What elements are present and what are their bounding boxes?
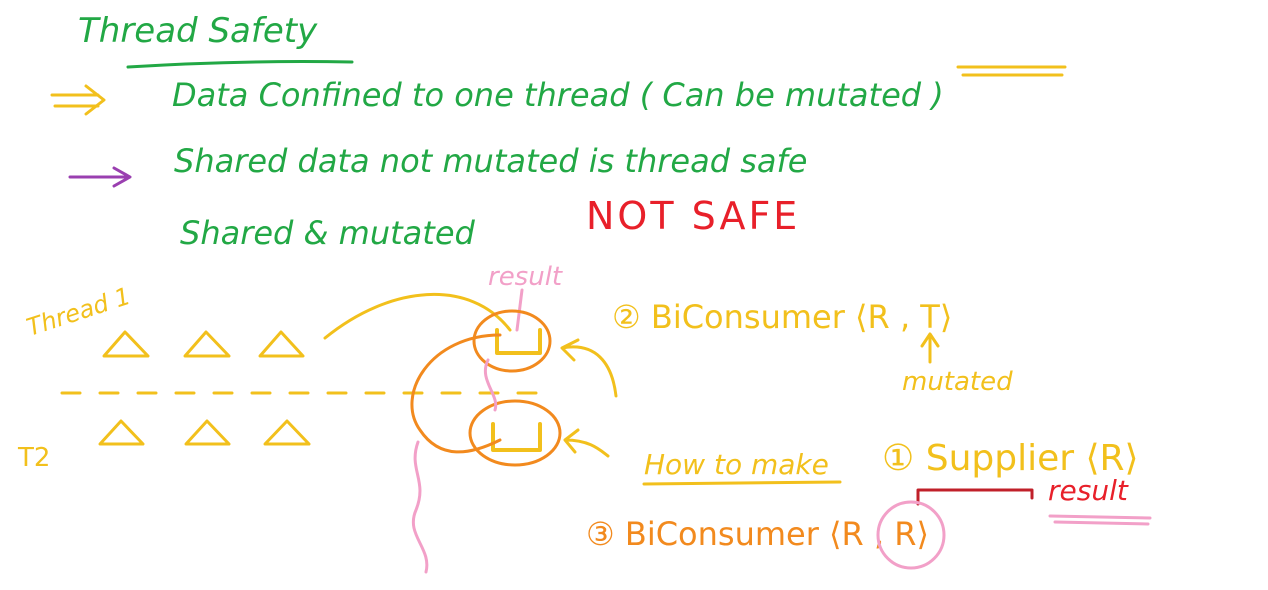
purple-arrow-icon [68, 166, 132, 188]
container-top-arrow [560, 338, 618, 398]
thread1-tasks [102, 330, 305, 358]
accumulator-label: ② BiConsumer ⟨R , T⟩ [612, 298, 952, 336]
mutated-pointer [920, 332, 940, 364]
container-top-circle [472, 309, 552, 373]
result-label-top: result [488, 262, 563, 292]
container-bottom-circle [468, 399, 562, 467]
rule-confined: Data Confined to one thread ( Can be mut… [172, 76, 944, 114]
title-underline [126, 60, 354, 69]
mutated-highlight [956, 65, 1067, 77]
thread2-label: T2 [17, 443, 50, 473]
task-triangle [263, 419, 311, 446]
title: Thread Safety [78, 11, 318, 51]
result-bracket [916, 488, 1034, 506]
how-to-make-underline [642, 480, 842, 486]
thread2-tasks [98, 419, 311, 446]
task-triangle [183, 330, 231, 358]
how-to-make-label: How to make [644, 448, 829, 481]
combine-arrow [410, 333, 502, 454]
task-triangle [258, 330, 305, 358]
result-highlight [1048, 514, 1152, 526]
pink-connector [483, 358, 498, 412]
pink-squiggle [411, 440, 429, 574]
not-safe-verdict: NOT SAFE [586, 194, 800, 238]
thread1-flow-arrow [323, 293, 512, 340]
combiner-label: ③ BiConsumer ⟨R , R⟩ [586, 515, 929, 553]
rule-shared-mutated: Shared & mutated [180, 214, 476, 252]
task-triangle [98, 419, 145, 446]
result-arrow [515, 288, 524, 332]
container-top [495, 328, 542, 355]
thread1-label: Thread 1 [23, 282, 134, 342]
combiner-r-circle [876, 500, 946, 570]
task-triangle [102, 330, 150, 358]
yellow-arrow-icon [50, 84, 106, 116]
mutated-note: mutated [902, 367, 1013, 397]
supplier-label: ① Supplier ⟨R⟩ [882, 438, 1139, 479]
rule-shared-not-mutated: Shared data not mutated is thread safe [174, 142, 807, 180]
container-bottom-arrow [563, 428, 610, 458]
result-label-bottom: result [1048, 474, 1129, 507]
task-triangle [184, 419, 231, 446]
container-bottom [491, 422, 542, 452]
